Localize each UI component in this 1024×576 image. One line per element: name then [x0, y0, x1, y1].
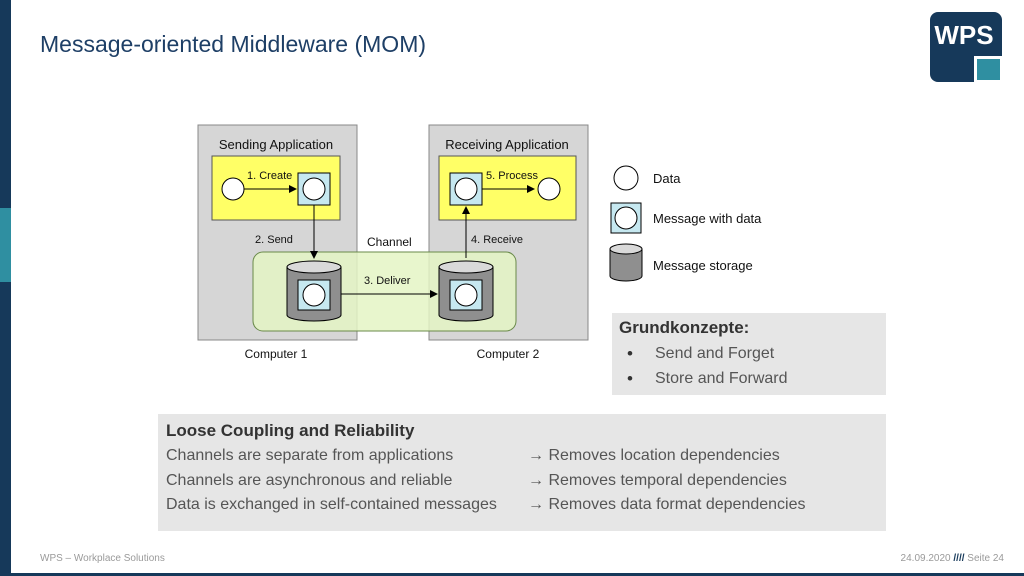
row-left-text: Channels are separate from applications: [166, 447, 454, 464]
process-label: 5. Process: [486, 170, 538, 182]
data-circle-sender: [221, 177, 245, 201]
row-right-text: Removes temporal dependencies: [548, 472, 787, 489]
legend-storage-label: Message storage: [653, 258, 753, 273]
footer-right: 24.09.2020 //// Seite 24: [901, 553, 1004, 564]
arrow-icon: →: [528, 447, 544, 464]
arrow-icon: →: [528, 472, 544, 489]
wps-logo: WPS: [930, 12, 1002, 82]
legend-data-label: Data: [653, 171, 681, 186]
sending-app-label: Sending Application: [219, 137, 333, 152]
arrow-icon: →: [528, 496, 544, 513]
left-accent-highlight: [0, 208, 11, 282]
footer-separator: ////: [953, 553, 965, 564]
storage-cylinder-1: [286, 260, 342, 322]
message-circle-sender: [302, 177, 326, 201]
footer-date: 24.09.2020: [900, 553, 951, 564]
mom-diagram: Sending Application Receiving Applicatio…: [197, 124, 762, 361]
footer-left: WPS – Workplace Solutions: [40, 553, 165, 564]
loose-coupling-row: Channels are separate from applications …: [166, 447, 780, 465]
legend-message-label: Message with data: [653, 211, 762, 226]
create-label: 1. Create: [247, 170, 292, 182]
row-right: → Removes data format dependencies: [528, 496, 806, 514]
receive-label: 4. Receive: [471, 234, 523, 246]
grundkonzepte-item: Store and Forward: [619, 367, 886, 392]
row-right: → Removes temporal dependencies: [528, 472, 787, 490]
grundkonzepte-list: Send and Forget Store and Forward: [619, 342, 886, 391]
message-circle-receiver: [454, 177, 478, 201]
storage-cylinder-2: [438, 260, 494, 322]
loose-coupling-title: Loose Coupling and Reliability: [166, 421, 415, 440]
loose-coupling-row: Data is exchanged in self-contained mess…: [166, 496, 806, 514]
grundkonzepte-item: Send and Forget: [619, 342, 886, 367]
loose-coupling-panel: Loose Coupling and Reliability Channels …: [158, 414, 886, 531]
legend-data-icon: [613, 165, 639, 191]
grundkonzepte-panel: Grundkonzepte: Send and Forget Store and…: [612, 313, 886, 395]
channel-label: Channel: [367, 235, 412, 249]
row-right-text: Removes location dependencies: [548, 447, 780, 464]
footer-page: Seite 24: [967, 553, 1004, 564]
left-accent-bar: [0, 0, 11, 576]
loose-coupling-row: Channels are asynchronous and reliable →…: [166, 472, 787, 490]
legend-storage-icon: [609, 243, 643, 282]
row-right: → Removes location dependencies: [528, 447, 780, 465]
send-label: 2. Send: [255, 234, 293, 246]
row-right-text: Removes data format dependencies: [548, 496, 806, 513]
computer1-label: Computer 1: [245, 347, 308, 361]
receiving-app-label: Receiving Application: [445, 137, 569, 152]
row-left-text: Channels are asynchronous and reliable: [166, 472, 453, 489]
slide-title: Message-oriented Middleware (MOM): [40, 31, 427, 57]
deliver-label: 3. Deliver: [364, 275, 411, 287]
bottom-border: [0, 573, 1024, 576]
computer2-label: Computer 2: [477, 347, 540, 361]
legend-message-circle: [614, 206, 638, 230]
data-circle-receiver: [537, 177, 561, 201]
row-left-text: Data is exchanged in self-contained mess…: [166, 496, 497, 513]
logo-text: WPS: [934, 20, 993, 50]
grundkonzepte-title: Grundkonzepte:: [619, 318, 750, 337]
logo-teal-square: [977, 59, 1000, 80]
